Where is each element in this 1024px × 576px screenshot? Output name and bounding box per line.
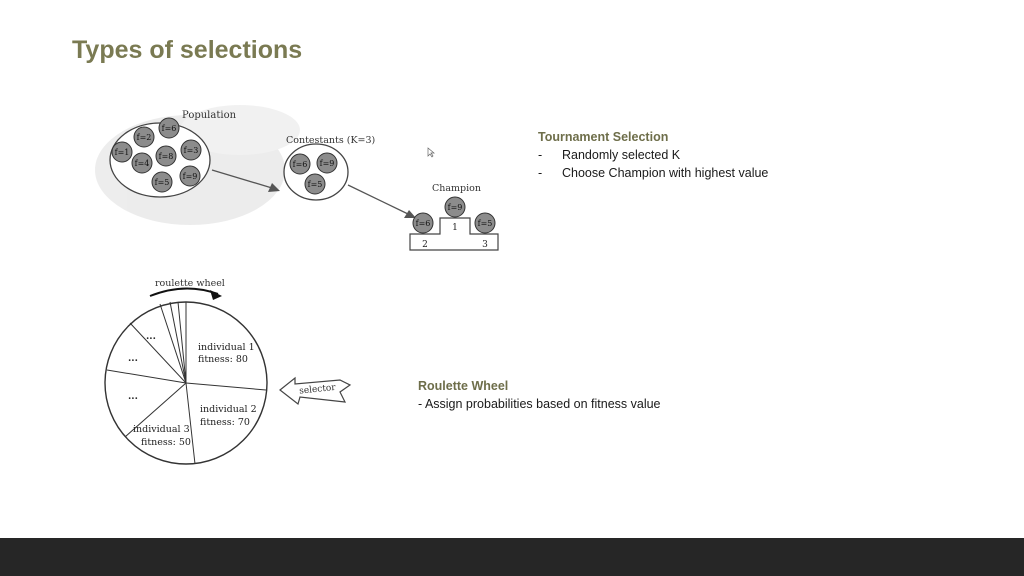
contestant-circle: f=6 — [289, 153, 311, 175]
champion-label: Champion — [432, 183, 481, 194]
individual-2-name: individual 2 — [200, 404, 257, 415]
population-circle: f=9 — [179, 165, 201, 187]
population-circle: f=8 — [155, 145, 177, 167]
selector-label: selector — [299, 383, 337, 397]
footer-bar — [0, 538, 1024, 576]
population-label: Population — [182, 110, 237, 121]
individual-1-name: individual 1 — [198, 342, 255, 353]
individual-2-fitness: fitness: 70 — [200, 417, 250, 428]
individual-3-name: individual 3 — [133, 424, 190, 435]
svg-text:f=6: f=6 — [162, 124, 177, 133]
ellipsis-label: ... — [128, 353, 138, 364]
roulette-wheel — [104, 301, 268, 465]
arrow-to-champion — [347, 184, 416, 218]
champion-circle: f=9 — [444, 196, 466, 218]
individual-3-fitness: fitness: 50 — [141, 437, 191, 448]
svg-text:f=8: f=8 — [159, 152, 174, 161]
svg-text:f=3: f=3 — [184, 146, 199, 155]
svg-text:f=9: f=9 — [320, 159, 335, 168]
podium-first-number: 1 — [452, 223, 458, 233]
second-place-circle: f=6 — [412, 212, 434, 234]
svg-text:f=6: f=6 — [416, 219, 431, 228]
contestant-circle: f=9 — [316, 152, 338, 174]
ellipsis-label: ... — [146, 331, 156, 342]
svg-text:f=2: f=2 — [137, 133, 152, 142]
rotation-arrow-icon — [149, 287, 219, 297]
tournament-bullet: -Choose Champion with highest value — [538, 166, 769, 180]
svg-text:f=5: f=5 — [308, 180, 323, 189]
svg-text:f=5: f=5 — [155, 178, 170, 187]
third-place-circle: f=5 — [474, 212, 496, 234]
contestants-label: Contestants (K=3) — [286, 135, 375, 146]
population-circle: f=5 — [151, 171, 173, 193]
podium — [409, 217, 499, 251]
contestant-circle: f=5 — [304, 173, 326, 195]
svg-text:f=1: f=1 — [115, 148, 130, 157]
roulette-heading: Roulette Wheel — [418, 379, 509, 393]
selector-arrow: selector — [279, 376, 352, 406]
podium-second-number: 2 — [422, 240, 428, 250]
svg-text:f=4: f=4 — [135, 159, 150, 168]
podium-third-number: 3 — [482, 240, 488, 250]
svg-text:f=9: f=9 — [448, 203, 463, 212]
ellipsis-label: ... — [128, 391, 138, 402]
svg-text:f=5: f=5 — [478, 219, 493, 228]
svg-text:f=9: f=9 — [183, 172, 198, 181]
population-circle: f=2 — [133, 126, 155, 148]
roulette-description: - Assign probabilities based on fitness … — [418, 397, 661, 411]
arrow-to-contestants — [211, 169, 280, 192]
cursor-icon — [427, 147, 435, 158]
slide-title: Types of selections — [72, 36, 303, 64]
tournament-bullet: -Randomly selected K — [538, 148, 681, 162]
svg-text:f=6: f=6 — [293, 160, 308, 169]
roulette-note: Roulette Wheel - Assign probabilities ba… — [418, 377, 661, 413]
population-circle: f=1 — [111, 141, 133, 163]
individual-1-fitness: fitness: 80 — [198, 354, 248, 365]
selection-diagram: Population f=2 f=6 f=1 f=4 f=8 f=3 f=5 f… — [95, 105, 499, 465]
roulette-wheel-label: roulette wheel — [155, 278, 225, 289]
population-circle: f=6 — [158, 117, 180, 139]
population-circle: f=3 — [180, 139, 202, 161]
tournament-heading: Tournament Selection — [538, 130, 669, 144]
tournament-note: Tournament Selection -Randomly selected … — [538, 128, 768, 182]
population-circle: f=4 — [131, 152, 153, 174]
